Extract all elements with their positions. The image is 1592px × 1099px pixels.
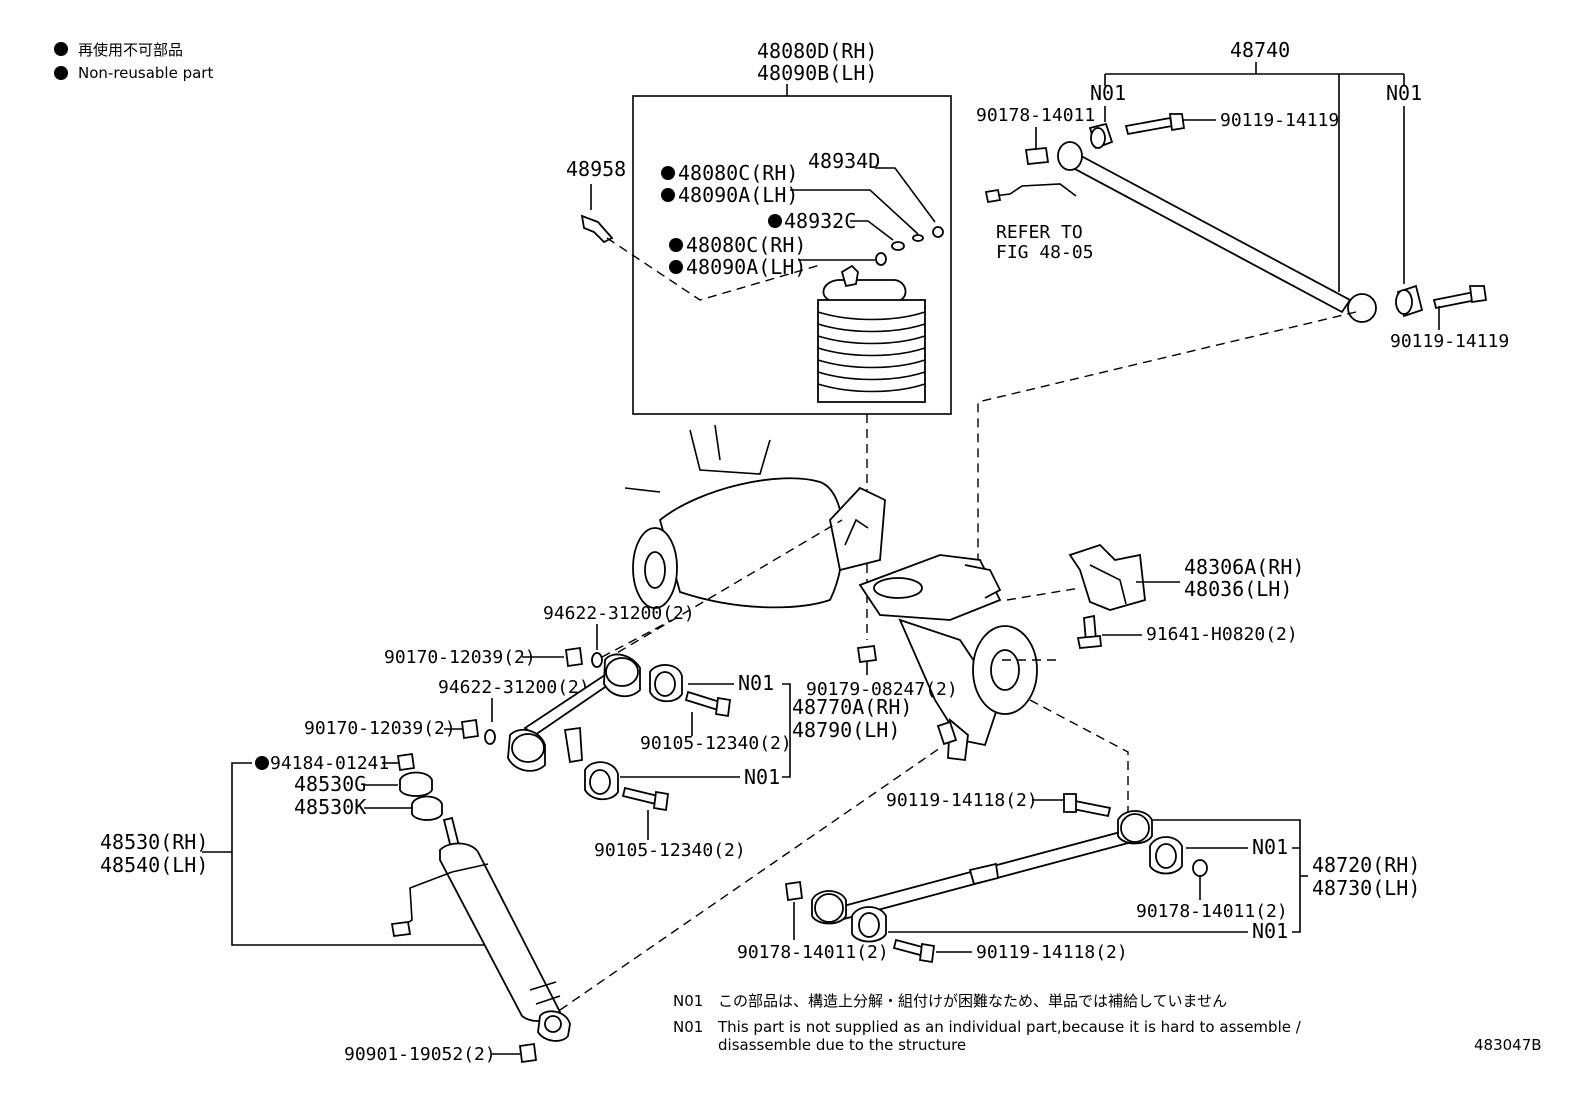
bolt-90119-top xyxy=(1124,116,1174,136)
cushion-48530g xyxy=(399,771,433,797)
air-bellows-part xyxy=(817,264,926,403)
label-90170-2: 90170-12039(2) xyxy=(304,718,456,739)
upper-control-arm-group: 48740 N01 N01 90178-14011 90119-14119 90… xyxy=(976,38,1509,560)
non-reusable-bullet-icon xyxy=(768,214,782,228)
non-reusable-bullet-icon xyxy=(54,42,68,56)
label-48080c-1: 48080C(RH) xyxy=(678,161,798,185)
shock-absorber-group: 94184-01241 48530G 48530K 48530(RH) 4854… xyxy=(100,720,958,1065)
label-90119-top: 90119-14119 xyxy=(1220,110,1339,131)
oring-48932c xyxy=(891,241,905,251)
non-reusable-bullet-icon xyxy=(669,260,683,274)
lateral-rod-group: 94622-31200(2) 90170-12039(2) 94622-3120… xyxy=(304,603,912,861)
wire-harness-part xyxy=(993,183,1077,197)
nut-90178-lower-l xyxy=(784,880,804,902)
bolt-90105-2 xyxy=(621,786,660,806)
label-90178-lower-l: 90178-14011(2) xyxy=(737,942,889,963)
label-90179: 90179-08247(2) xyxy=(806,679,958,700)
nut-94184 xyxy=(396,752,416,772)
legend: 再使用不可部品 Non-reusable part xyxy=(54,41,213,82)
label-90105-2: 90105-12340(2) xyxy=(594,840,746,861)
label-48080d: 48080D(RH) xyxy=(757,39,877,63)
label-90178-lower-r: 90178-14011(2) xyxy=(1136,901,1288,922)
label-48530: 48530(RH) xyxy=(100,830,208,854)
nut-90179 xyxy=(856,644,878,664)
nut-90170-1 xyxy=(564,646,584,668)
label-fig-48-05: FIG 48-05 xyxy=(996,242,1094,263)
label-94184: 94184-01241 xyxy=(270,753,389,774)
label-90105-1: 90105-12340(2) xyxy=(640,733,792,754)
non-reusable-bullet-icon xyxy=(669,238,683,252)
note-code-jp: N01 xyxy=(673,992,703,1010)
label-n01-c: N01 xyxy=(738,671,774,695)
label-48932c: 48932C xyxy=(784,209,856,233)
bracket-48306a-part xyxy=(1068,543,1146,611)
non-reusable-bullet-icon xyxy=(54,66,68,80)
notes: N01 この部品は、構造上分解・組付けが困難なため、単品では補給していません N… xyxy=(673,992,1302,1054)
non-reusable-bullet-icon xyxy=(255,756,269,770)
non-reusable-bullet-icon xyxy=(661,188,675,202)
nut-90178-top xyxy=(1024,147,1050,165)
lower-control-arm-group: 90119-14118(2) N01 48720(RH) 48730(LH) 9… xyxy=(737,790,1420,964)
figure-id: 483047B xyxy=(1474,1036,1542,1054)
bracket-48958-part xyxy=(580,214,614,244)
label-91641: 91641-H0820(2) xyxy=(1146,624,1298,645)
legend-jp: 再使用不可部品 xyxy=(78,41,183,59)
shock-wire xyxy=(399,871,453,929)
label-refer-to: REFER TO xyxy=(996,222,1083,243)
label-48080c-2: 48080C(RH) xyxy=(686,233,806,257)
label-48730: 48730(LH) xyxy=(1312,876,1420,900)
label-94622-1: 94622-31200(2) xyxy=(543,603,695,624)
label-48530k: 48530K xyxy=(294,795,366,819)
bolt-90105-1 xyxy=(684,690,722,712)
label-48770a: 48770A(RH) xyxy=(792,695,912,719)
note-en-line2: disassemble due to the structure xyxy=(718,1036,966,1054)
label-n01-f: N01 xyxy=(1252,919,1288,943)
note-en-line1: This part is not supplied as an individu… xyxy=(717,1018,1302,1036)
label-48934d: 48934D xyxy=(808,149,880,173)
label-48090b: 48090B(LH) xyxy=(757,61,877,85)
label-94622-2: 94622-31200(2) xyxy=(438,677,590,698)
cushion-48530k xyxy=(411,795,443,821)
bracket-48306a-group: 48306A(RH) 48036(LH) 91641-H0820(2) xyxy=(1068,543,1304,649)
label-n01-d: N01 xyxy=(744,765,780,789)
label-48036: 48036(LH) xyxy=(1184,577,1292,601)
label-48740: 48740 xyxy=(1230,38,1290,62)
label-48720: 48720(RH) xyxy=(1312,853,1420,877)
note-jp: この部品は、構造上分解・組付けが困難なため、単品では補給していません xyxy=(718,992,1227,1010)
bolt-90901 xyxy=(518,1042,538,1064)
label-90170-1: 90170-12039(2) xyxy=(384,647,536,668)
label-90119-lower: 90119-14118(2) xyxy=(886,790,1038,811)
nut-90170-2 xyxy=(460,718,480,740)
label-n01-b: N01 xyxy=(1386,81,1422,105)
bolt-90119-right xyxy=(1432,290,1478,310)
upper-arm-rod xyxy=(1060,148,1352,314)
label-48090a-1: 48090A(LH) xyxy=(678,183,798,207)
label-48958: 48958 xyxy=(566,157,626,181)
label-90178-top: 90178-14011 xyxy=(976,105,1095,126)
rear-axle-housing-part xyxy=(624,424,1038,761)
label-48306a: 48306A(RH) xyxy=(1184,555,1304,579)
label-n01-a: N01 xyxy=(1090,81,1126,105)
label-48790: 48790(LH) xyxy=(792,718,900,742)
part-48934d xyxy=(932,226,944,238)
label-48530g: 48530G xyxy=(294,772,366,796)
note-code-en: N01 xyxy=(673,1018,703,1036)
label-48090a-2: 48090A(LH) xyxy=(686,255,806,279)
label-n01-e: N01 xyxy=(1252,835,1288,859)
air-spring-group: 48080D(RH) 48090B(LH) 48958 48080C(RH) 4… xyxy=(566,39,952,640)
label-90119-right: 90119-14119 xyxy=(1390,331,1509,352)
label-90901: 90901-19052(2) xyxy=(344,1044,496,1065)
legend-en: Non-reusable part xyxy=(78,64,213,82)
non-reusable-bullet-icon xyxy=(661,166,675,180)
label-48540: 48540(LH) xyxy=(100,853,208,877)
label-90119-bottom: 90119-14118(2) xyxy=(976,942,1128,963)
